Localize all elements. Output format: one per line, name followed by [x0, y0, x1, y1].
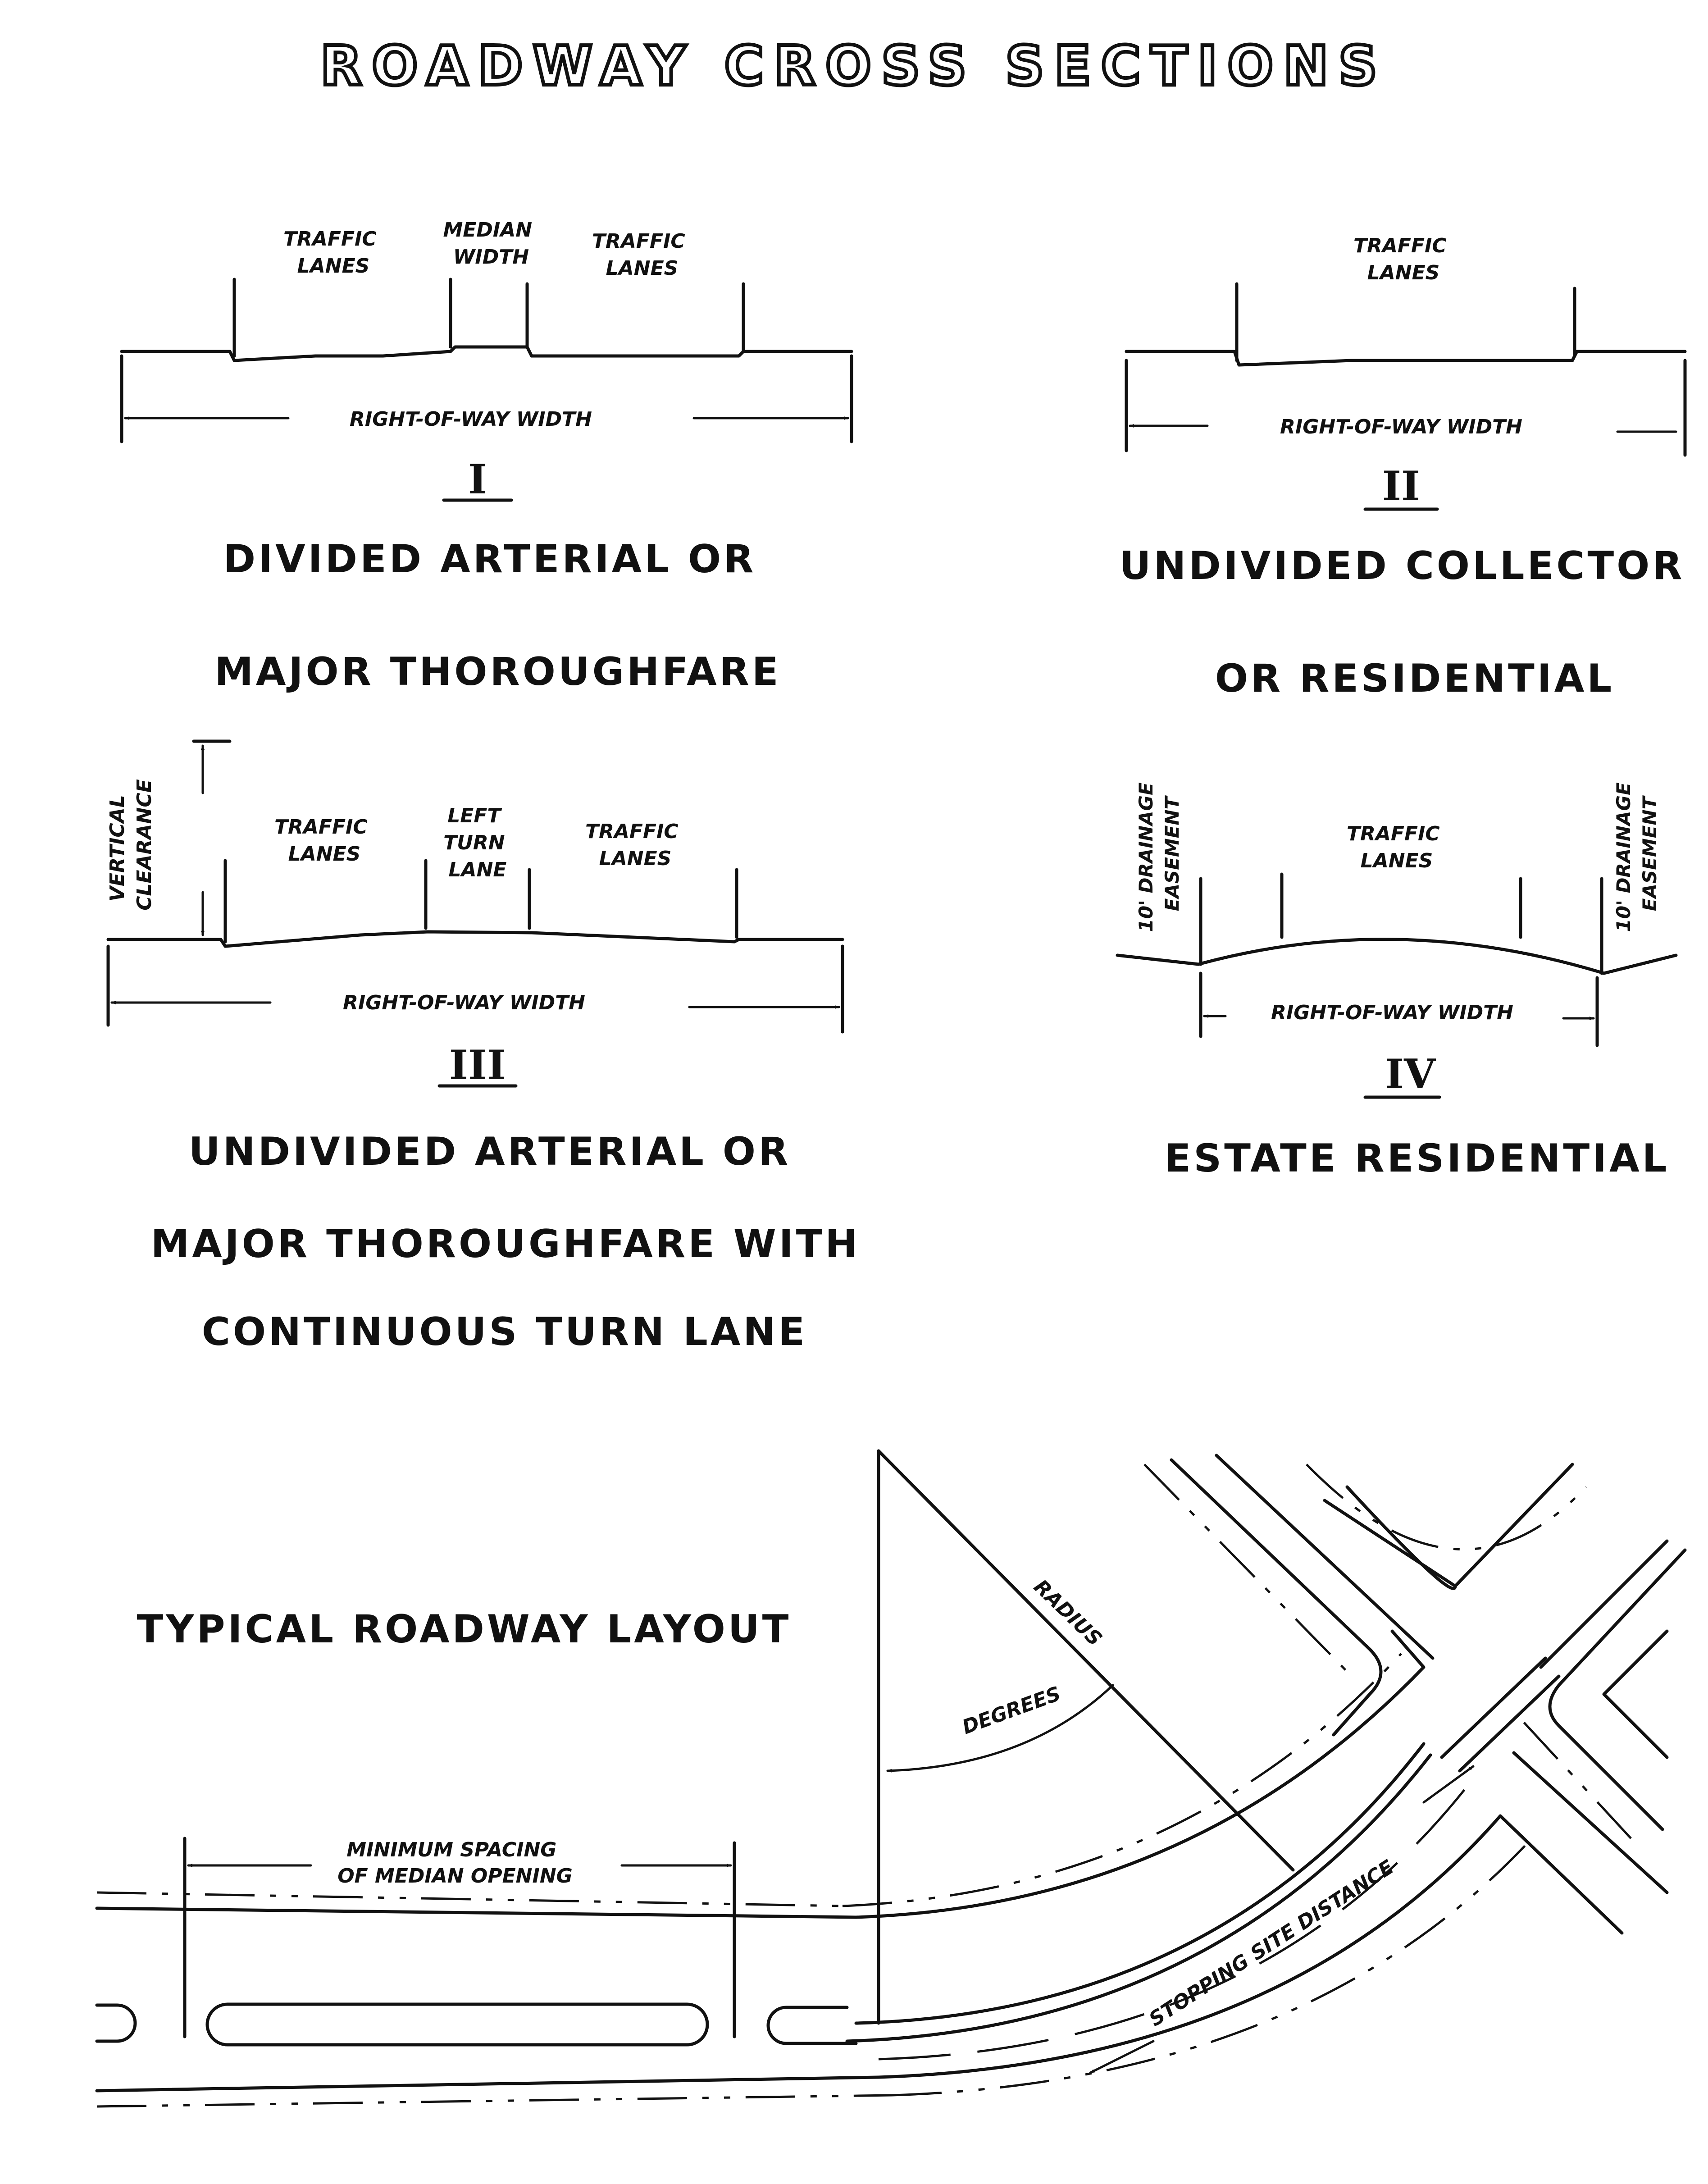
section-i-median-label: MEDIAN WIDTH: [443, 219, 539, 269]
section-ii-numeral: II: [1382, 462, 1420, 510]
layout-heading: TYPICAL ROADWAY LAYOUT: [137, 1607, 792, 1652]
section-i-traffic-left-label: TRAFFIC LANES: [283, 228, 383, 278]
section-i-numeral: I: [468, 456, 487, 503]
section-iii-traffic-left-label: TRAFFIC LANES: [274, 816, 374, 866]
section-iii-row-label: RIGHT-OF-WAY WIDTH: [343, 991, 585, 1014]
section-iv-diagram: [1116, 872, 1678, 1047]
section-i-row-label: RIGHT-OF-WAY WIDTH: [350, 408, 592, 431]
section-i-diagram: [120, 278, 853, 443]
section-ii-diagram: [1125, 282, 1687, 457]
section-i-caption: DIVIDED ARTERIAL OR MAJOR THOROUGHFARE: [214, 537, 781, 694]
section-i-traffic-right-label: TRAFFIC LANES: [592, 230, 692, 280]
section-iii-left-turn-label: LEFT TURN LANE: [443, 804, 512, 881]
section-iv-drainage-left-label: 10' DRAINAGE EASEMENT: [1135, 776, 1183, 932]
section-iv-row-label: RIGHT-OF-WAY WIDTH: [1271, 1001, 1513, 1024]
section-iii-caption: UNDIVIDED ARTERIAL OR MAJOR THOROUGHFARE…: [151, 1129, 877, 1354]
section-iv-numeral: IV: [1385, 1050, 1436, 1098]
section-ii-caption: UNDIVIDED COLLECTOR OR RESIDENTIAL: [1120, 543, 1701, 701]
section-ii-traffic-label: TRAFFIC LANES: [1353, 234, 1453, 284]
section-iv-caption: ESTATE RESIDENTIAL: [1165, 1136, 1670, 1181]
section-iv-drainage-right-label: 10' DRAINAGE EASEMENT: [1612, 776, 1661, 932]
section-iv-traffic-label: TRAFFIC LANES: [1347, 822, 1447, 872]
section-iii-vertical-clearance-label: VERTICAL CLEARANCE: [106, 779, 156, 911]
median-spacing-label: MINIMUM SPACING OF MEDIAN OPENING: [337, 1838, 573, 1888]
section-iii-diagram: [106, 739, 844, 1034]
section-ii-row-label: RIGHT-OF-WAY WIDTH: [1280, 415, 1522, 438]
section-iii-traffic-right-label: TRAFFIC LANES: [585, 820, 685, 870]
sheet-title: ROADWAY CROSS SECTIONS: [320, 35, 1387, 98]
roadway-layout-plan: [95, 1449, 1687, 2108]
stopping-sight-label: STOPPING SITE DISTANCE: [1145, 1856, 1398, 2031]
section-iii-numeral: III: [449, 1041, 506, 1089]
